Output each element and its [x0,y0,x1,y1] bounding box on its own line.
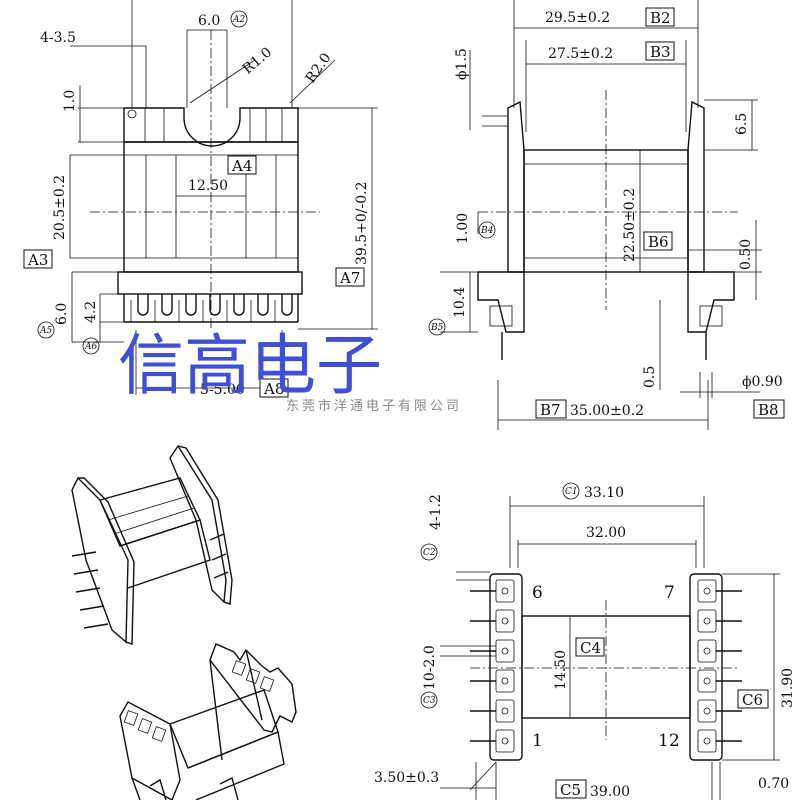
label-b8: B8 [758,401,779,419]
label-a4: A4 [231,157,252,175]
dim-27-5: 27.5±0.2 [548,46,613,62]
label-b6: B6 [648,233,669,251]
dim-39-5: 39.5+0/-0.2 [354,181,370,265]
label-a8: A8 [263,380,284,398]
dim-6-5: 6.5 [734,113,750,135]
dim-14-50: 14.50 [553,650,569,690]
dim-31-90: 31.90 [780,668,796,708]
dim-35-00: 35.00±0.2 [570,403,644,419]
ref-a5: A5 [39,326,52,336]
dim-0-5: 0.5 [642,366,658,388]
side-base-right [687,271,735,333]
bottom-pins-left [470,579,515,753]
dim-phi090: ϕ0.90 [742,374,783,390]
iso2-slots [123,660,275,742]
label-b3: B3 [650,43,671,61]
dim-0-70: 0.70 [758,776,789,792]
ref-a2: A2 [232,15,245,25]
label-a7: A7 [339,269,360,287]
pin-12-label: 12 [658,731,680,751]
dim-1-00: 1.00 [455,213,471,244]
ref-b5: B5 [430,323,444,333]
watermark-brand: 信高电子 [118,327,382,404]
ref-b4: B4 [480,226,494,236]
dim-0-50: 0.50 [738,239,754,270]
label-a3: A3 [27,251,48,269]
dim-20-5: 20.5±0.2 [52,175,68,240]
ref-c2: C2 [423,548,436,558]
dim-6-0-b: 6.0 [54,303,70,325]
bottom-pins-right [697,579,742,753]
side-base-left [477,271,525,333]
dim-phi15: ϕ1.5 [454,48,470,80]
front-top-flange [123,107,299,147]
isometric-view-top [71,444,233,645]
dim-10-4: 10.4 [452,287,468,318]
dim-22-50: 22.50±0.2 [622,188,638,262]
dim-3-50: 3.50±0.3 [374,770,439,786]
dim-33-10: 33.10 [584,485,624,501]
dim-r2: R2.0 [303,50,335,86]
side-left-flange [507,100,525,273]
ref-c1: C1 [565,487,578,497]
dim-4-12: 4-1.2 [428,494,444,530]
label-b2: B2 [650,9,671,27]
label-c5: C5 [560,781,581,799]
dim-4-2: 4.2 [83,301,99,323]
front-bottom-flange [117,271,303,295]
pin-1-label: 1 [532,731,543,751]
ref-a6: A6 [84,342,97,352]
label-c6: C6 [742,691,763,709]
front-pins [123,294,299,323]
dim-39-00: 39.00 [590,784,630,800]
side-view: 29.5±0.2 B2 27.5±0.2 B3 ϕ1.5 6.5 22.50±0… [430,0,785,430]
pin-7-label: 7 [664,583,675,603]
dim-5-500: 5-5.00 [200,382,245,398]
dim-29-5: 29.5±0.2 [545,10,610,26]
dim-10-20: 10-2.0 [422,645,438,690]
iso1-pins [71,533,229,629]
ref-c3: C3 [423,696,436,706]
label-c4: C4 [580,639,601,657]
dim-12-50: 12.50 [188,178,228,194]
dim-4-35: 4-3.5 [40,30,76,46]
flange-hole [127,109,137,119]
watermark-company: 东莞市洋通电子有限公司 [286,398,462,414]
pin-6-label: 6 [532,583,543,603]
isometric-view-bottom [119,643,297,800]
front-view: 4-3.5 6.0 A2 R1.0 R2.0 1.0 A4 12.50 20.5… [23,0,446,398]
label-b7: B7 [540,401,561,419]
dim-32-00: 32.00 [586,525,626,541]
dim-r1: R1.0 [240,44,275,77]
side-right-flange [687,100,705,273]
dim-1-0: 1.0 [62,90,78,112]
bottom-view: C1 33.10 32.00 C2 4-1.2 6 7 1 12 C4 14.5… [374,482,796,800]
dim-6-0: 6.0 [198,13,220,29]
